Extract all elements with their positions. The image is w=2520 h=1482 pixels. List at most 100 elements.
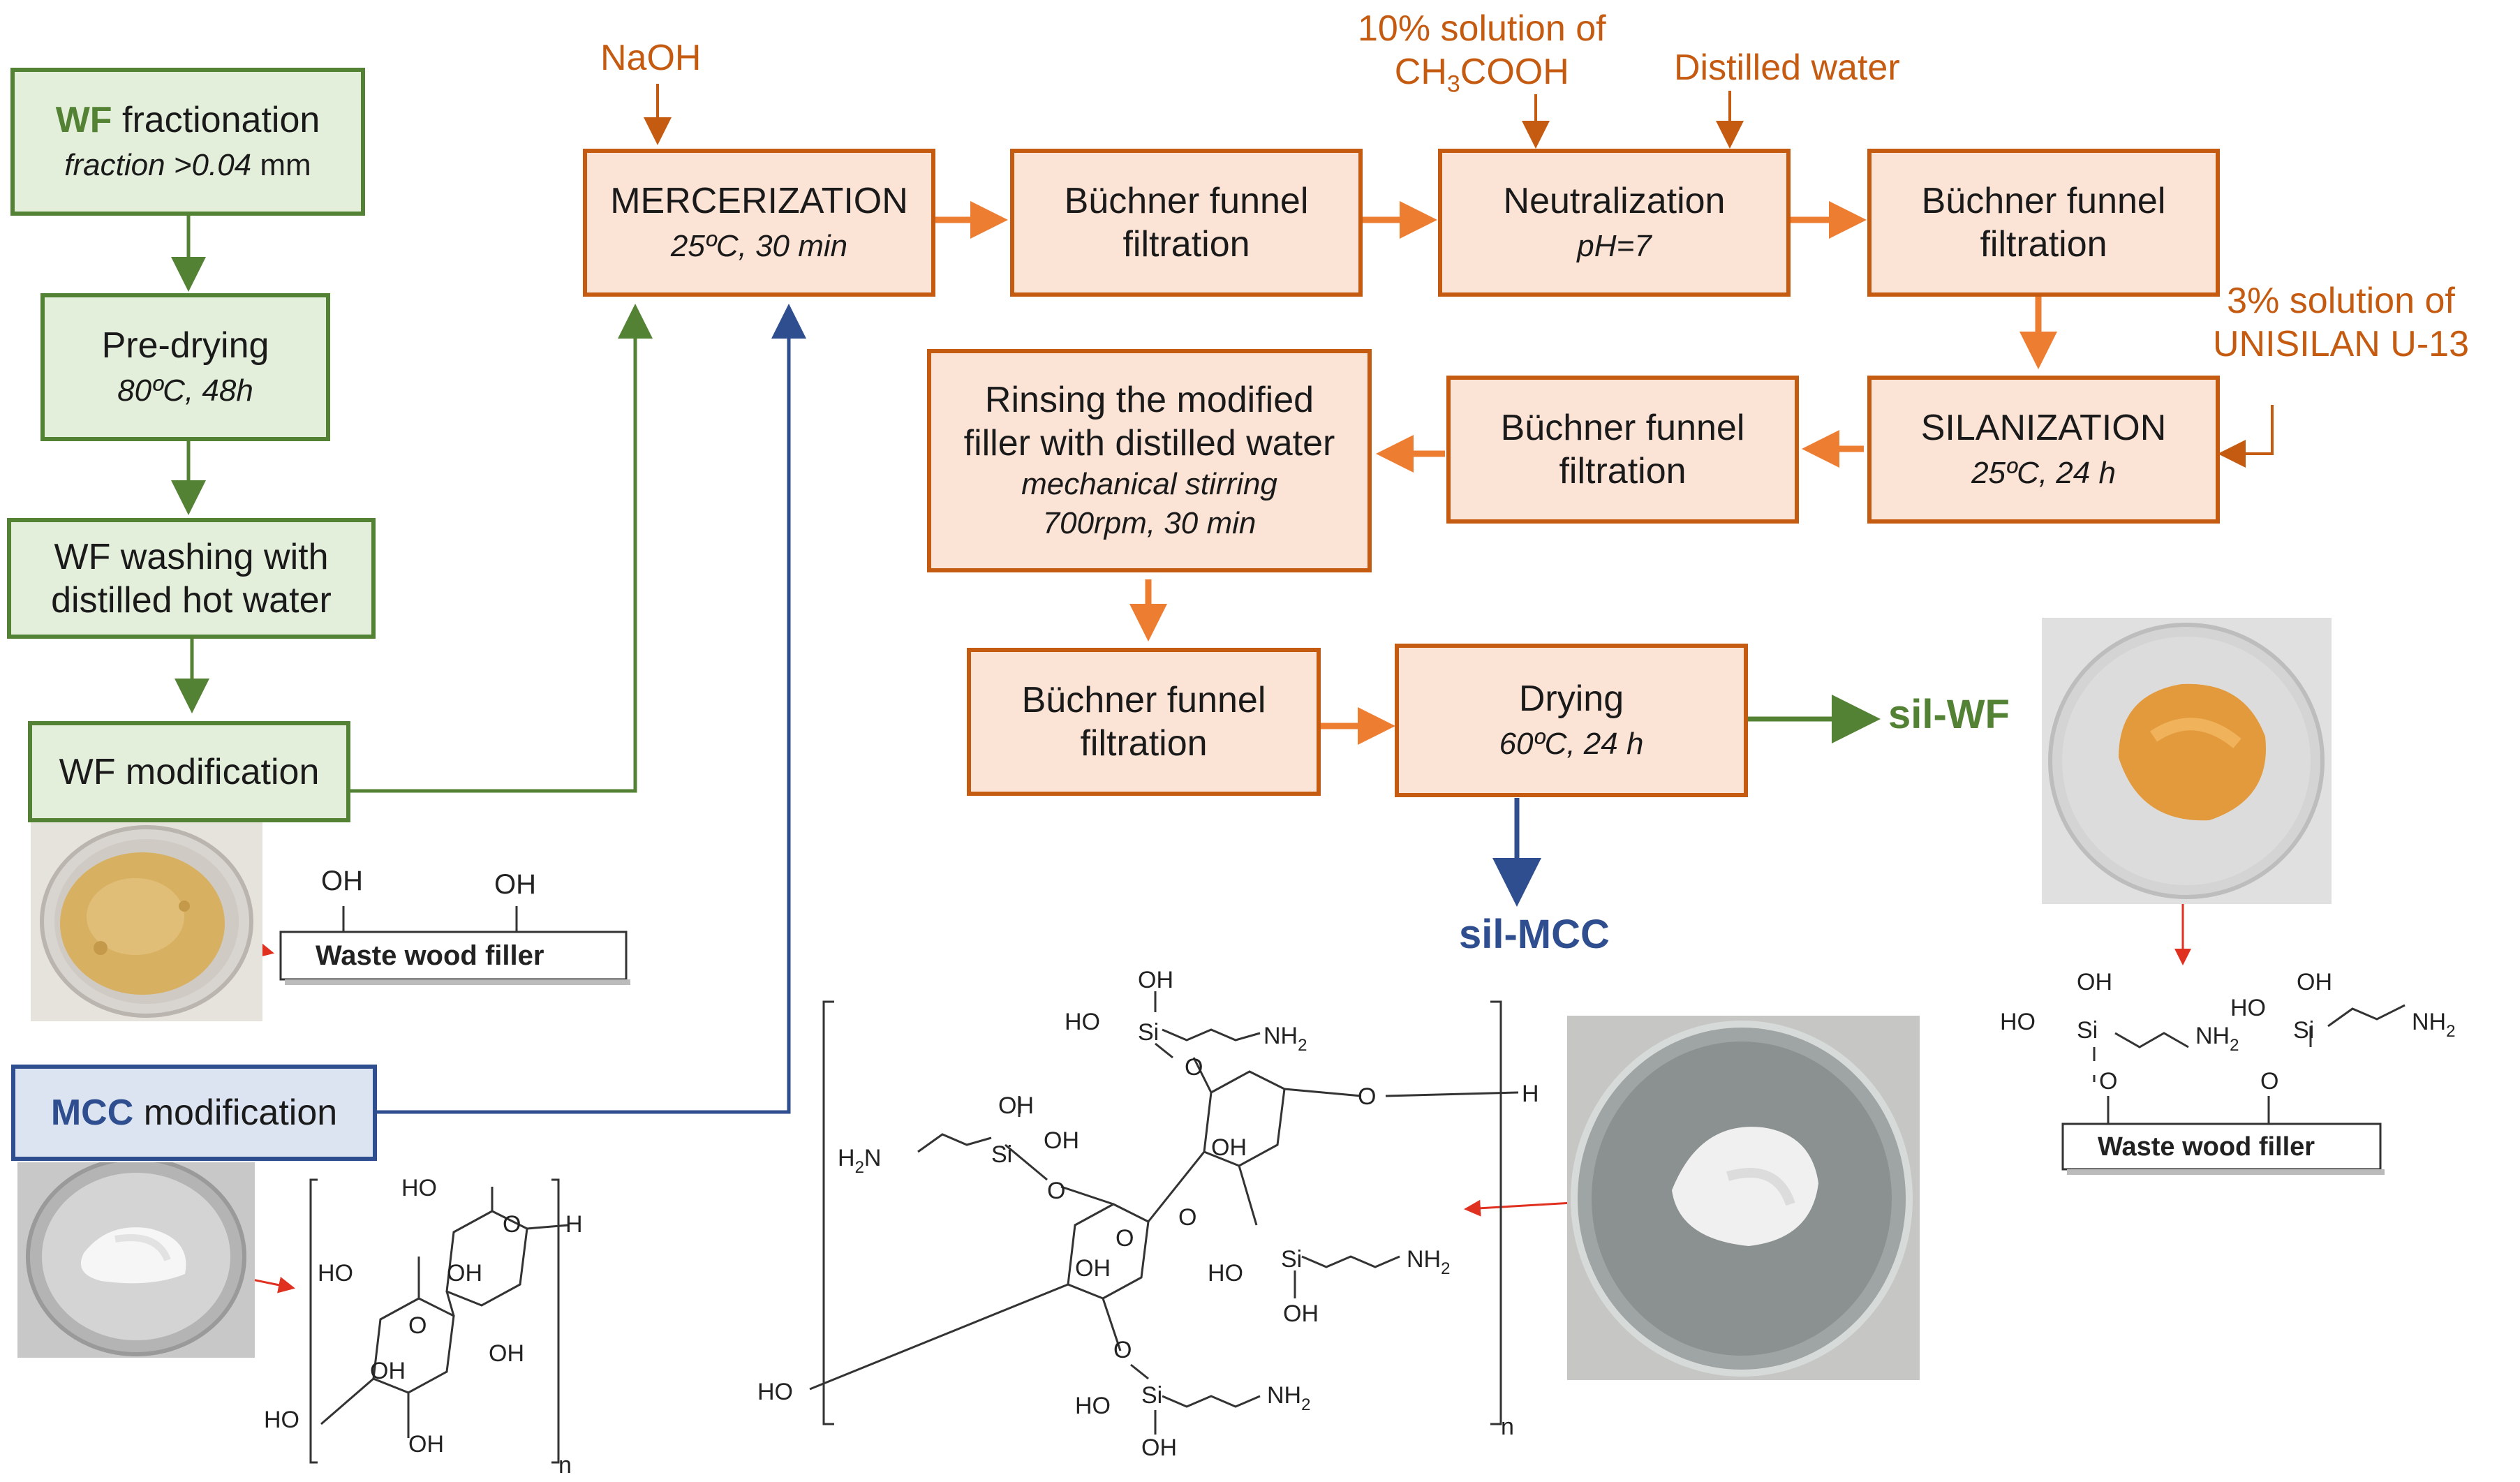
smcc-o-top: O [1185,1054,1203,1081]
silanization-sub: 25ºC, 24 h [1971,456,2116,490]
silane-line1: 3% solution of [2227,281,2455,321]
neutralization-sub: pH=7 [1577,229,1652,263]
smcc-si-left: Si [991,1141,1012,1168]
arrow-mccmod-merc [377,304,806,1114]
smcc-ho-bottom: HO [1075,1393,1111,1419]
wf-structure: Waste wood filler OH OH [279,866,630,985]
wf-modification-box: WF modification [28,721,350,822]
smcc-h2n-sub: 2 [855,1158,864,1177]
mercerization-sub: 25ºC, 30 min [670,229,848,263]
silanization-box: SILANIZATION 25ºC, 24 h [1867,376,2220,524]
mcc-o-1: O [503,1211,521,1238]
smcc-oh-right: OH [1283,1301,1319,1327]
swf-nh2-2: NH2 [2412,1009,2455,1041]
smcc-nh2-right-n: NH [1407,1246,1441,1273]
swf-o-2: O [2260,1068,2278,1095]
mcc-oh-3: OH [370,1358,406,1384]
rinsing-line2: filler with distilled water [963,423,1335,464]
smcc-si-bottom: Si [1141,1382,1162,1409]
wf-accent: WF [55,100,112,140]
swf-si-1: Si [2077,1017,2098,1044]
distilled-water-label: Distilled water [1674,47,1900,88]
swf-si-2: Si [2293,1017,2314,1044]
mercerization-box: MERCERIZATION 25ºC, 30 min [583,149,935,297]
rinsing-sub2: 700rpm, 30 min [1042,506,1257,540]
smcc-si-right: Si [1281,1246,1302,1273]
rinsing-sub1: mechanical stirring [1021,467,1277,501]
arrow-silane [2218,405,2274,468]
smcc-nh2-right-sub: 2 [1441,1259,1450,1278]
acetic-formula: CH [1394,52,1447,92]
acetic-sub: 3 [1446,71,1460,98]
smcc-h2n-tail: N [864,1145,882,1171]
predrying-title: Pre-drying [101,325,269,366]
buchner-box-4: Büchner funnel filtration [967,648,1321,796]
buchner1-line2: filtration [1122,224,1250,265]
acetic-acid-label: 10% solution of CH3COOH [1358,7,1606,105]
acetic-tail: COOH [1460,52,1569,92]
sil-wf-structure [2061,1004,2406,1175]
smcc-nh2-right: NH2 [1407,1246,1450,1278]
wf-fractionation-box: WF fractionation fraction >0.04 mm [10,68,365,216]
rinsing-line1: Rinsing the modified [984,380,1314,420]
sil-mcc-structure [809,991,1519,1435]
sil-wf-photo [2042,618,2332,904]
smcc-nh2-bottom-sub: 2 [1301,1395,1310,1414]
silane-line2: UNISILAN U-13 [2213,324,2469,364]
smcc-nh2-top-n: NH [1263,1023,1298,1049]
smcc-si-top: Si [1138,1019,1159,1046]
fractionation-sub: fraction >0.04 [64,148,252,182]
wf-oh-2: OH [494,869,536,900]
smcc-oh-top: OH [1138,967,1173,993]
smcc-o-ring2: O [1116,1225,1134,1252]
rinsing-box: Rinsing the modified filler with distill… [927,349,1372,572]
sil-wf-label: sil-WF [1888,692,2010,737]
smcc-ho-end: HO [757,1379,793,1405]
sil-wf-labels: OH HO Si NH2 O OH HO Si NH2 O Waste wood… [2000,969,2455,1162]
mcc-ho-2: HO [318,1260,353,1287]
drying-title: Drying [1518,679,1624,719]
smcc-nh2-bottom: NH2 [1267,1382,1310,1414]
smcc-oh-left2: OH [1044,1127,1079,1154]
acetic-line1: 10% solution of [1358,8,1606,49]
mcc-oh-1: OH [447,1260,482,1287]
smcc-ho-top: HO [1065,1009,1100,1035]
swf-ho-2: HO [2230,995,2266,1021]
buchner-box-2: Büchner funnel filtration [1867,149,2220,297]
wf-oh-1: OH [321,866,363,896]
buchner-box-1: Büchner funnel filtration [1010,149,1363,297]
swf-nh2-1: NH2 [2195,1023,2239,1055]
smcc-h2n: H2N [838,1145,881,1177]
fractionation-title: fractionation [112,100,320,140]
smcc-o-mid: O [1178,1204,1196,1231]
mcc-accent: MCC [50,1092,134,1133]
mcc-ho-1: HO [401,1175,437,1201]
wood-flour-photo [31,822,262,1021]
drying-box: Drying 60ºC, 24 h [1395,644,1748,797]
buchner3-line1: Büchner funnel [1500,408,1745,448]
buchner2-line2: filtration [1980,224,2107,265]
mcc-photo [17,1162,255,1358]
smcc-nh2-top: NH2 [1263,1023,1307,1055]
buchner4-line1: Büchner funnel [1021,680,1266,720]
mcc-ho-3: HO [264,1407,299,1433]
swf-oh-1: OH [2077,969,2112,995]
mcc-structure [309,1178,570,1464]
smcc-h: H [1522,1081,1539,1107]
neutralization-box: Neutralization pH=7 [1438,149,1791,297]
silane-label: 3% solution of UNISILAN U-13 [2213,279,2469,366]
sil-mcc-photo [1567,1016,1920,1380]
smcc-o-bottom: O [1113,1337,1132,1363]
swf-nh2-1-n: NH [2195,1023,2230,1049]
swf-waste-wood-text: Waste wood filler [2098,1132,2315,1162]
mcc-oh-2: OH [489,1340,524,1367]
buchner4-line2: filtration [1080,723,1208,764]
predrying-sub: 80ºC, 48h [117,373,253,408]
swf-ho-1: HO [2000,1009,2036,1035]
buchner2-line1: Büchner funnel [1921,181,2166,221]
smcc-o-left: O [1047,1178,1065,1204]
swf-nh2-1-sub: 2 [2230,1036,2239,1055]
mcc-labels: HO O H OH HO O OH OH HO OH n [264,1175,583,1479]
mcc-mod-title: modification [133,1092,338,1133]
swf-nh2-2-n: NH [2412,1009,2446,1035]
